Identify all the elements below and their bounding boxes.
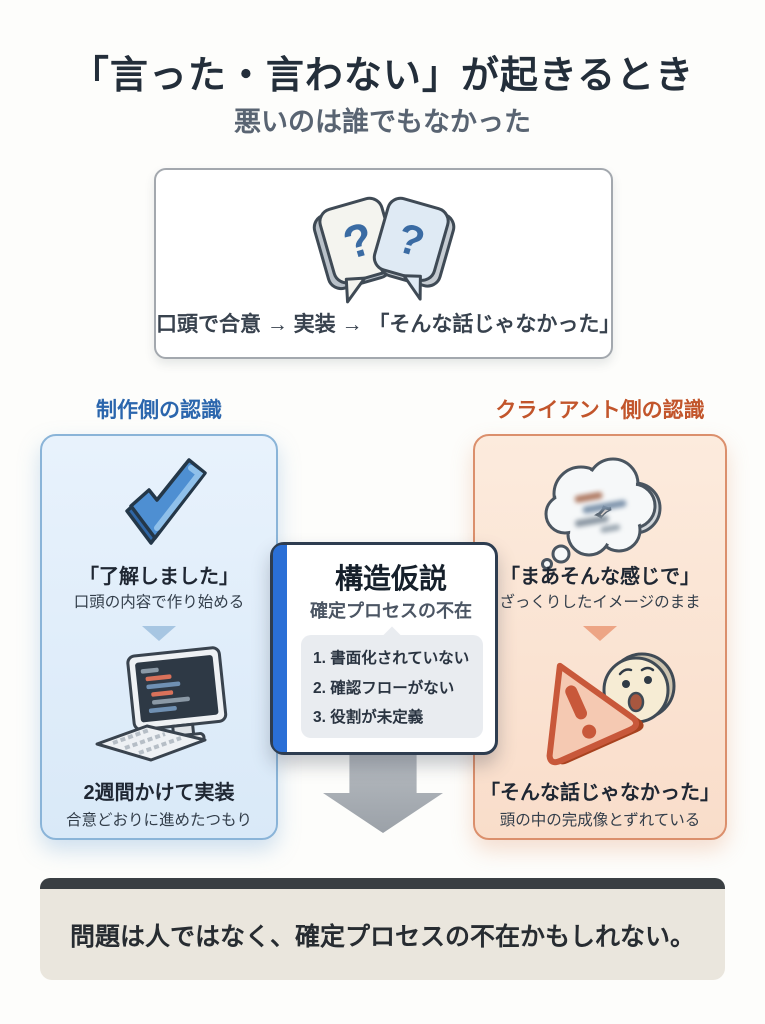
- thought-bubble-icon: [475, 450, 725, 578]
- computer-code-icon: [42, 646, 276, 768]
- client-box: 「まあそんな感じで」 ざっくりしたイメージのまま: [473, 434, 727, 840]
- warning-surprised-face-icon: [475, 646, 725, 768]
- hypothesis-card: 構造仮説 確定プロセスの不在 1. 書面化されていない 2. 確認フローがない …: [270, 542, 498, 755]
- hypothesis-item: 3. 役割が未定義: [313, 709, 424, 726]
- client-step1-desc: ざっくりしたイメージのまま: [499, 594, 701, 611]
- banner-body: 問題は人ではなく、確定プロセスの不在かもしれない。: [40, 889, 725, 980]
- page-subtitle: 悪いのは誰でもなかった: [234, 107, 531, 137]
- card-accent-stripe: [273, 545, 287, 752]
- maker-step1-desc: 口頭の内容で作り始める: [73, 594, 245, 611]
- hypothesis-item: 2. 確認フローがない: [313, 679, 455, 697]
- client-step2-desc: 頭の中の完成像とずれている: [499, 812, 701, 829]
- maker-step2-title: 2週間かけて実装: [83, 782, 235, 804]
- hypothesis-title: 構造仮説: [334, 563, 447, 594]
- client-step2-title: 「そんな話じゃなかった」: [480, 782, 720, 804]
- list-notch: [383, 626, 401, 644]
- conclusion-banner: 問題は人ではなく、確定プロセスの不在かもしれない。: [40, 878, 725, 980]
- down-arrow-icon: [583, 626, 617, 641]
- hypothesis-subtitle: 確定プロセスの不在: [310, 601, 472, 621]
- page-title: 「言った・言わない」が起きるとき: [70, 55, 695, 97]
- hypothesis-item: 1. 書面化されていない: [313, 650, 470, 667]
- maker-box: 「了解しました」 口頭の内容で作り始める: [40, 434, 278, 840]
- checkmark-3d-icon: [42, 450, 276, 550]
- down-arrow-icon: [142, 626, 176, 641]
- client-step1-title: 「まあそんな感じで」: [500, 566, 700, 588]
- big-down-arrow-icon: [323, 753, 443, 833]
- maker-step1-title: 「了解しました」: [79, 566, 239, 588]
- banner-top-bar: [40, 878, 725, 889]
- question-speech-bubbles-icon: ? ?: [156, 178, 611, 306]
- client-column-header: クライアント側の認識: [495, 399, 705, 422]
- conclusion-text: 問題は人ではなく、確定プロセスの不在かもしれない。: [69, 922, 695, 951]
- maker-step2-desc: 合意どおりに進めたつもり: [65, 812, 252, 829]
- scenario-flow-text: 口頭で合意 → 実装 → 「そんな話じゃなかった」: [156, 313, 621, 336]
- hypothesis-list: 1. 書面化されていない 2. 確認フローがない 3. 役割が未定義: [301, 626, 483, 738]
- maker-column-header: 制作側の認識: [96, 399, 222, 422]
- scenario-box: ? ? 口頭で合意 → 実装 → 「そんな話じゃなかった」: [154, 168, 621, 359]
